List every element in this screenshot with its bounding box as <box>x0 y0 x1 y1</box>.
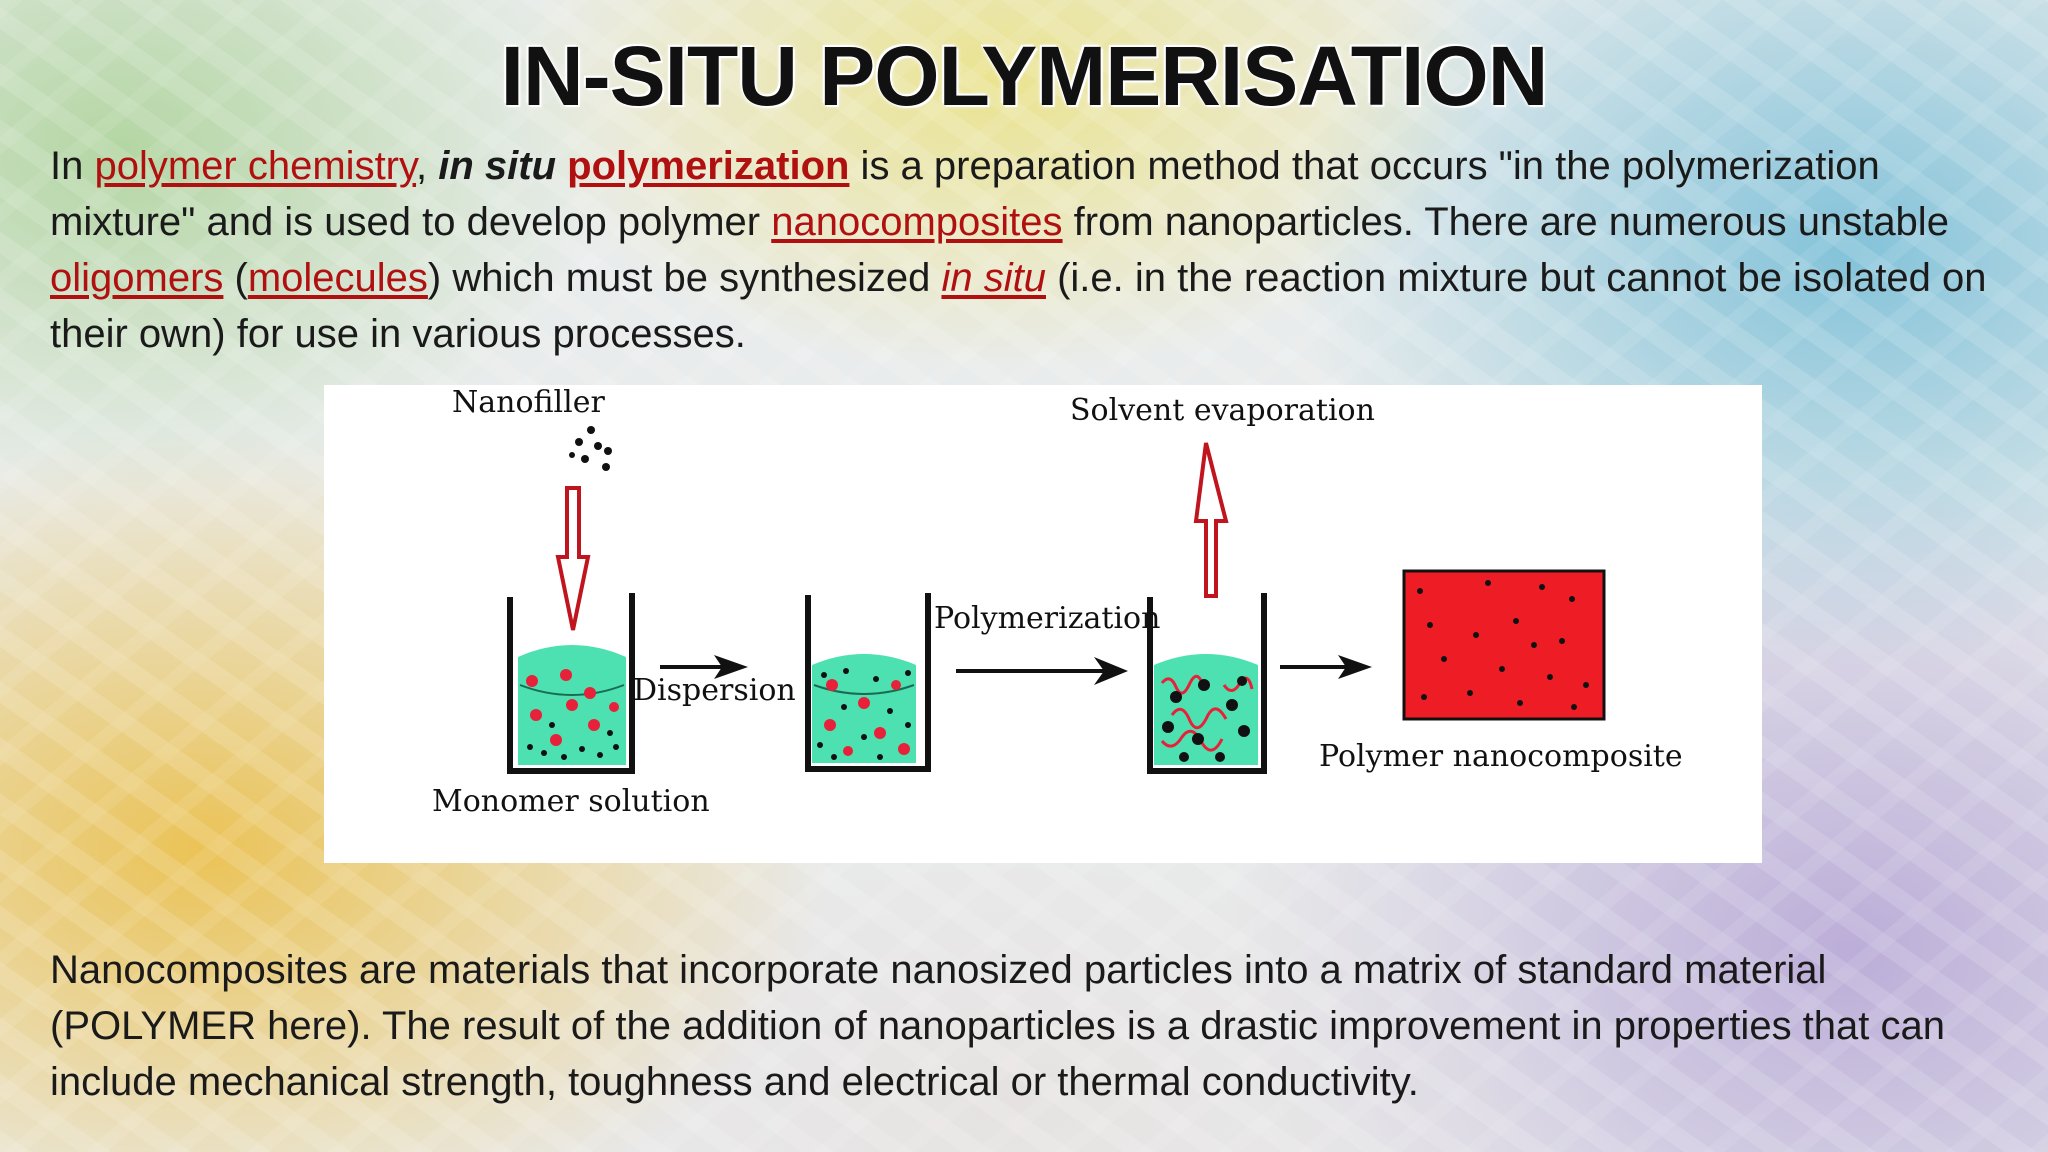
intro-paragraph: In polymer chemistry, in situ polymeriza… <box>50 138 2010 362</box>
label-dispersion: Dispersion <box>633 673 796 708</box>
intro-text: , <box>416 144 439 188</box>
link-polymer-chemistry[interactable]: polymer chemistry <box>94 144 417 188</box>
beaker-polymerized <box>1147 593 1267 774</box>
label-solvent-evaporation: Solvent evaporation <box>1070 393 1375 428</box>
right-arrow-icon <box>660 655 748 679</box>
link-molecules[interactable]: molecules <box>247 256 428 300</box>
link-in-situ[interactable]: in situ <box>941 256 1046 300</box>
in-situ-emphasis: in situ <box>438 144 557 188</box>
intro-text: In <box>50 144 95 188</box>
outro-paragraph: Nanocomposites are materials that incorp… <box>50 948 1945 1104</box>
label-polymerization: Polymerization <box>934 601 1160 636</box>
up-arrow-icon <box>1193 442 1229 598</box>
right-arrow-icon <box>956 657 1128 685</box>
beaker-monomer-solution <box>507 593 635 774</box>
nanofiller-particles <box>569 426 612 471</box>
link-polymerization[interactable]: polymerization <box>567 144 850 188</box>
beaker-dispersion <box>805 593 931 772</box>
intro-text <box>556 144 567 188</box>
polymer-nanocomposite-block <box>1402 569 1606 721</box>
label-nanofiller: Nanofiller <box>452 385 605 420</box>
intro-text: (i.e. in the reaction mixture but cannot… <box>50 256 1987 356</box>
process-diagram-svg: Nanofiller Monomer solution Dispersion P… <box>432 385 1683 819</box>
label-polymer-nanocomposite: Polymer nanocomposite <box>1319 739 1683 774</box>
intro-text: ( <box>223 256 248 300</box>
right-arrow-icon <box>1280 655 1372 679</box>
label-monomer-solution: Monomer solution <box>432 784 710 819</box>
process-diagram: Nanofiller Monomer solution Dispersion P… <box>324 385 1762 863</box>
slide-title: IN-SITU POLYMERISATION <box>500 29 1549 123</box>
down-arrow-icon <box>555 486 591 631</box>
intro-text: from nanoparticles. There are numerous u… <box>1062 200 1949 244</box>
intro-text: is a preparation method that occurs "in … <box>50 144 1880 244</box>
link-nanocomposites[interactable]: nanocomposites <box>771 200 1063 244</box>
link-oligomers[interactable]: oligomers <box>50 256 224 300</box>
intro-text: ) which must be synthesized <box>427 256 942 300</box>
